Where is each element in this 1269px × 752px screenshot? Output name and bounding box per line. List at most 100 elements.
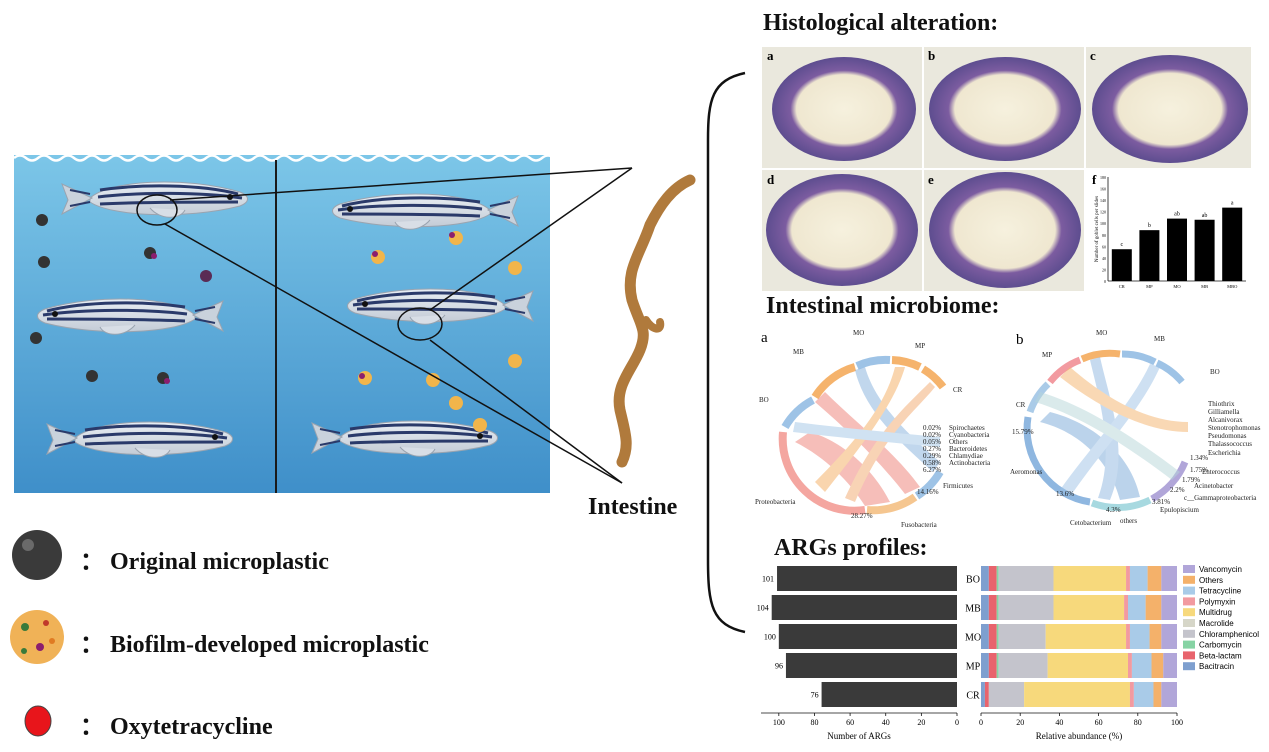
goblet-ytick: 120 <box>1100 210 1106 215</box>
histology-panel-a: a <box>767 48 774 63</box>
args-abundance-segment <box>1124 595 1128 620</box>
args-category-label: MB <box>965 604 981 615</box>
args-abundance-segment <box>996 653 999 678</box>
args-abundance-segment <box>996 624 999 649</box>
args-count-bar <box>778 624 957 649</box>
chord-b-taxon-5: Thalassococcus <box>1208 440 1252 448</box>
water-surface <box>13 154 555 162</box>
args-abund-tick-label: 100 <box>1171 718 1183 727</box>
args-abundance-segment <box>1053 595 1125 620</box>
args-abundance-segment <box>998 653 1048 678</box>
chord-b-pct-6: 3.81% <box>1152 498 1170 506</box>
args-abundance-segment <box>1161 566 1177 591</box>
bracket <box>706 71 746 634</box>
args-legend-label: Multidrug <box>1199 608 1232 617</box>
args-abundance-segment <box>998 624 1046 649</box>
args-abundance-segment <box>1161 595 1177 620</box>
args-count-tick-label: 80 <box>810 718 818 727</box>
args-count-bar <box>777 566 957 591</box>
chord-b-taxon-2: Alcanivorax <box>1208 416 1243 424</box>
biofilm-microplastic-particles <box>358 231 522 432</box>
chord-b-taxon-10: Epulopiscium <box>1160 506 1199 514</box>
goblet-category: CR <box>1119 284 1125 289</box>
goblet-category: MBO <box>1227 284 1238 289</box>
chord-b-group-mp: MP <box>1042 351 1052 359</box>
args-abundance-segment <box>998 566 1054 591</box>
goblet-bar <box>1139 230 1160 281</box>
args-abundance-segment <box>1047 653 1128 678</box>
args-abundance-segment <box>1126 624 1130 649</box>
histology-panel-e: e <box>928 172 934 187</box>
chord-diagram-a: a MO MB MP CR BO Spirochaetes Cyanobacte… <box>755 329 991 529</box>
chord-a-group-mo: MO <box>853 329 864 337</box>
chord-b-group-cr: CR <box>1016 401 1026 409</box>
intestine-label: Intestine <box>588 494 678 520</box>
args-abundance-segment <box>1147 566 1162 591</box>
args-count-bar <box>821 682 957 707</box>
chord-b-group-bo: BO <box>1210 368 1220 376</box>
args-legend-label: Beta-lactam <box>1199 651 1242 660</box>
args-abundance-segment <box>1149 624 1162 649</box>
args-abundance-segment <box>1145 595 1162 620</box>
goblet-ytick: 0 <box>1104 279 1106 284</box>
args-count-value: 76 <box>811 691 819 700</box>
goblet-letter: c <box>1120 242 1123 248</box>
histology-panel-f: f <box>1092 172 1097 187</box>
args-abund-tick-label: 60 <box>1095 718 1103 727</box>
oxytetracycline-icon <box>24 705 52 737</box>
biofilm-microplastic-icon <box>10 610 64 664</box>
args-abundance-segment <box>981 566 989 591</box>
args-legend-label: Others <box>1199 576 1223 585</box>
legend-label-biofilm: ： Biofilm-developed microplastic <box>80 632 429 658</box>
chord-b-group-mb: MB <box>1154 335 1165 343</box>
args-count-tick-label: 60 <box>846 718 854 727</box>
legend-label-oxytetracycline: ： Oxytetracycline <box>80 714 273 740</box>
args-legend-swatch <box>1183 565 1195 573</box>
histology-heading: Histological alteration: <box>763 10 999 36</box>
chord-b-pct-3: 1.75% <box>1190 466 1208 474</box>
args-abund-tick-label: 0 <box>979 718 983 727</box>
args-abund-tick-label: 80 <box>1134 718 1142 727</box>
fish-left-2 <box>36 297 225 336</box>
chord-a-pct-4: 0.29% <box>923 452 941 460</box>
goblet-ytick: 40 <box>1102 256 1106 261</box>
args-legend-label: Bacitracin <box>1199 662 1234 671</box>
fish-right-3 <box>310 419 499 458</box>
args-legend-swatch <box>1183 597 1195 606</box>
goblet-letter: b <box>1148 223 1151 229</box>
chord-a-letter: a <box>761 330 768 346</box>
chord-a-pct-proteobacteria: 28.27% <box>851 512 873 520</box>
args-count-tick-label: 100 <box>773 718 785 727</box>
chord-a-taxon-actinobacteria: Actinobacteria <box>949 459 991 467</box>
args-count-bar <box>785 653 957 678</box>
intestine-illustration <box>613 174 696 468</box>
args-abundance-segment <box>1128 595 1146 620</box>
args-count-value: 100 <box>764 633 776 642</box>
args-abundance-segment <box>996 595 999 620</box>
chord-b-taxon-7: Enterococcus <box>1202 468 1240 476</box>
histology-panel-b: b <box>928 48 935 63</box>
goblet-ytick: 180 <box>1100 175 1106 180</box>
args-count-value: 101 <box>762 575 774 584</box>
fish-left-3 <box>45 420 234 459</box>
goblet-ytick: 160 <box>1100 187 1106 192</box>
args-abundance-segment <box>1045 624 1127 649</box>
args-abundance-segment <box>988 682 1025 707</box>
args-abundance-segment <box>981 653 989 678</box>
args-abundance-segment <box>1128 653 1132 678</box>
chord-a-taxon-proteobacteria: Proteobacteria <box>755 498 796 506</box>
args-count-xlabel: Number of ARGs <box>827 731 891 741</box>
chord-a-taxon-chlamydiae: Chlamydiae <box>949 452 983 460</box>
args-legend-label: Vancomycin <box>1199 565 1242 574</box>
args-abundance-segment <box>988 566 997 591</box>
args-abundance-segment <box>1053 566 1127 591</box>
magnify-circle-left <box>136 194 178 226</box>
args-count-bar <box>771 595 957 620</box>
args-abundance-segment <box>988 595 997 620</box>
chord-a-taxon-others: Others <box>949 438 968 446</box>
goblet-letter: ab <box>1174 212 1180 218</box>
args-category-label: MO <box>965 633 981 644</box>
chord-a-pct-5: 0.58% <box>923 459 941 467</box>
args-abund-xlabel: Relative abundance (%) <box>1036 731 1122 741</box>
